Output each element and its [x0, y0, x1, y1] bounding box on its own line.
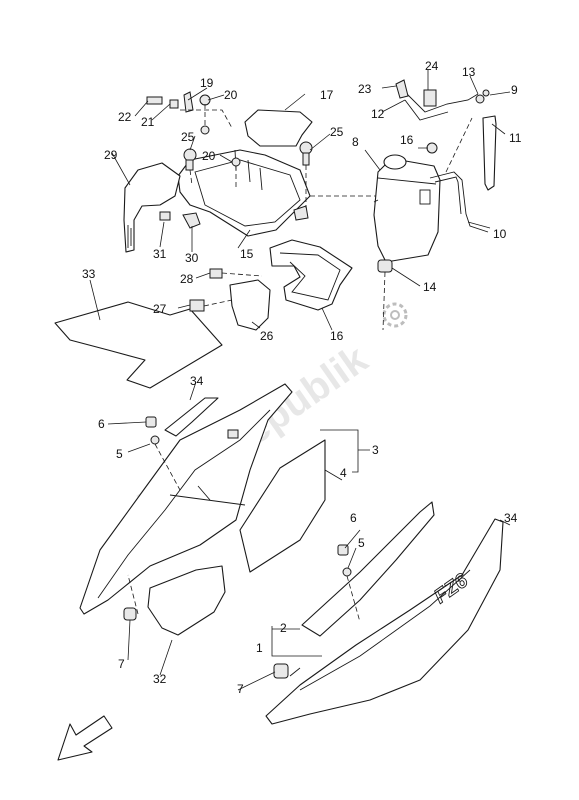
direction-arrow-icon	[57, 715, 113, 761]
callout-16: 16	[330, 329, 344, 343]
leader-lines	[89, 70, 511, 691]
part-4-panel	[239, 439, 326, 573]
callout-17: 17	[320, 88, 334, 102]
callout-34: 34	[504, 511, 518, 525]
callout-21: 21	[141, 115, 155, 129]
callout-10: 10	[493, 227, 507, 241]
hardware-upper	[146, 91, 438, 312]
callout-7: 7	[118, 657, 125, 671]
callout-30: 30	[185, 251, 199, 265]
callout-25: 25	[330, 125, 344, 139]
callout-34: 34	[190, 374, 204, 388]
callout-32: 32	[153, 672, 167, 686]
callout-20: 20	[202, 149, 216, 163]
part-24-clamp	[423, 89, 437, 107]
callout-25: 25	[181, 130, 195, 144]
callout-7: 7	[237, 682, 244, 696]
callout-14: 14	[423, 280, 437, 294]
hardware-lower	[123, 416, 352, 679]
part-29-bracket	[123, 162, 181, 253]
part-16-seal	[269, 239, 353, 311]
callout-6: 6	[98, 417, 105, 431]
callout-28: 28	[180, 272, 194, 286]
callout-24: 24	[425, 59, 439, 73]
callout-20: 20	[224, 88, 238, 102]
part-3-side-cover-left	[79, 383, 293, 615]
part-12-hose	[404, 91, 479, 113]
part-11-rod	[482, 115, 497, 191]
part-14-clip	[377, 259, 393, 273]
part-32-inner-panel	[147, 565, 226, 636]
part-23-fitting	[395, 79, 409, 99]
callout-15: 15	[240, 247, 254, 261]
part-1-side-cover-right	[265, 518, 504, 725]
callout-27: 27	[153, 302, 167, 316]
callout-19: 19	[200, 76, 214, 90]
callout-2: 2	[280, 621, 287, 635]
callout-3: 3	[372, 443, 379, 457]
callout-9: 9	[511, 83, 518, 97]
callout-23: 23	[358, 82, 372, 96]
callout-33: 33	[82, 267, 96, 281]
part-17-cover	[244, 109, 313, 147]
part-10-hose	[429, 171, 489, 233]
callout-6: 6	[350, 511, 357, 525]
callout-5: 5	[116, 447, 123, 461]
gear-icon	[382, 302, 408, 328]
callout-22: 22	[118, 110, 132, 124]
callout-12: 12	[371, 107, 385, 121]
part-26-bracket	[229, 279, 271, 331]
callout-5: 5	[358, 536, 365, 550]
callout-11: 11	[509, 131, 522, 145]
callout-1: 1	[256, 641, 263, 655]
part-34-strip-left	[164, 397, 219, 437]
callout-16: 16	[400, 133, 414, 147]
callout-26: 26	[260, 329, 274, 343]
callout-31: 31	[153, 247, 167, 261]
callout-8: 8	[352, 135, 359, 149]
callout-numbers: 19 20 22 21 17 25 25 20 29 31 30 15 28 2…	[82, 59, 522, 696]
callout-4: 4	[340, 466, 347, 480]
callout-13: 13	[462, 65, 476, 79]
part-2-strip-right	[301, 501, 435, 637]
part-13-clip	[475, 94, 485, 104]
part-8-tank	[373, 159, 441, 263]
part-33-mat	[54, 301, 223, 389]
callout-29: 29	[104, 148, 118, 162]
part-9-clip	[482, 89, 490, 97]
tank-cap	[383, 154, 407, 170]
